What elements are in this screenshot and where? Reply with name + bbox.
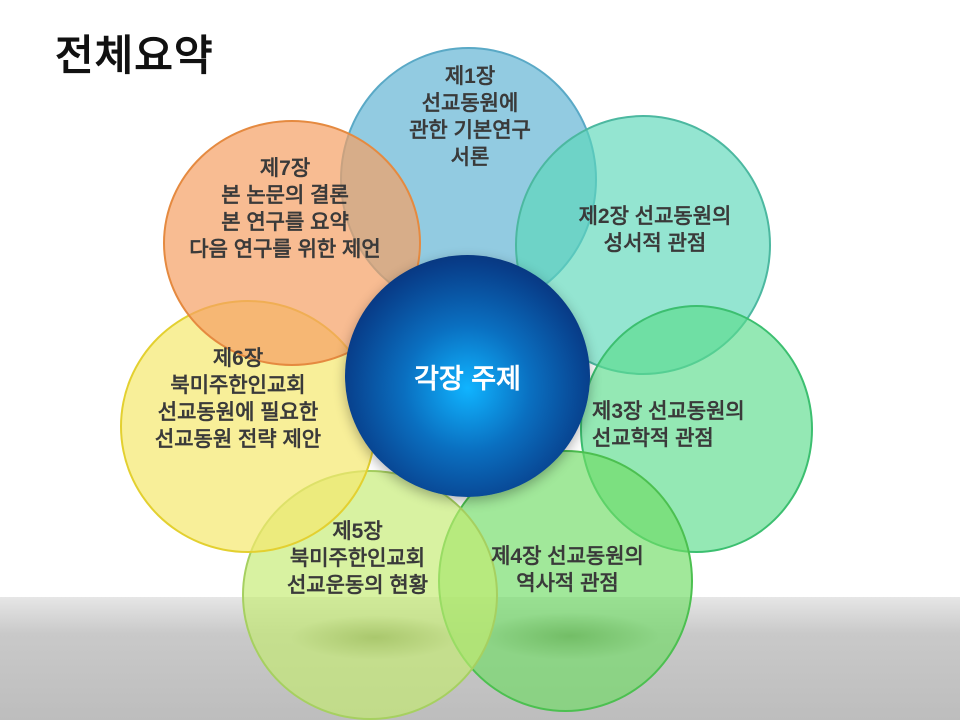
- chapter-1-label: 제1장 선교동원에 관한 기본연구 서론: [409, 65, 531, 169]
- chapter-6-label: 제6장 북미주한인교회 선교동원에 필요한 선교동원 전략 제안: [154, 347, 322, 451]
- page-title: 전체요약: [55, 32, 214, 79]
- chapter-4-label: 제4장 선교동원의 역사적 관점: [491, 545, 644, 595]
- chapter-3-circle: [580, 305, 813, 553]
- chapter-5-label: 제5장 북미주한인교회 선교운동의 현황: [286, 520, 429, 597]
- center-topic-label: 각장 주제: [414, 363, 521, 394]
- chapter-7-label: 제7장 본 논문의 결론 본 연구를 요약 다음 연구를 위한 제언: [189, 157, 381, 261]
- chapter-3-label: 제3장 선교동원의 선교학적 관점: [592, 400, 745, 450]
- chapter-2-label: 제2장 선교동원의 성서적 관점: [578, 205, 732, 255]
- center-topic-circle: 각장 주제: [345, 255, 590, 497]
